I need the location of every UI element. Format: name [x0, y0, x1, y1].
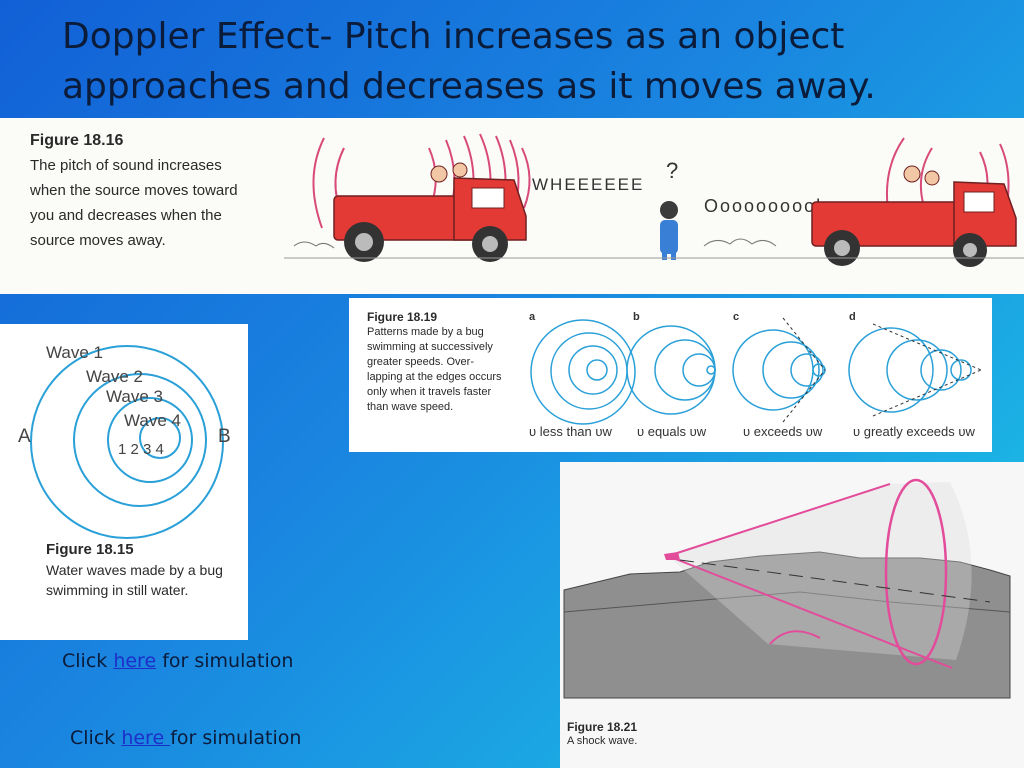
- panel-b-letter: b: [633, 311, 640, 323]
- point-a-label: A: [18, 426, 31, 447]
- panel-c-text: υ exceeds υw: [743, 424, 823, 439]
- bug-positions-label: 1 2 3 4: [118, 441, 164, 458]
- shock-cone: [664, 478, 991, 669]
- figure-18-15-caption: Figure 18.15 Water waves made by a bug s…: [46, 540, 226, 600]
- link-2-suffix: for simulation: [170, 727, 302, 749]
- figure-18-15-panel: Wave 1 Wave 2 Wave 3 Wave 4 A B 1 2 3 4 …: [0, 324, 248, 640]
- wave-3-label: Wave 3: [106, 387, 163, 406]
- simulation-link-line-1: Click here for simulation: [62, 650, 293, 672]
- sound-text-left: WHEEEEEE: [532, 175, 644, 194]
- point-b-label: B: [218, 426, 231, 447]
- panel-d-text: υ greatly exceeds υw: [853, 424, 975, 439]
- bug-waves-diagram: Wave 1 Wave 2 Wave 3 Wave 4 A B 1 2 3 4: [18, 343, 231, 539]
- figure-18-15-label: Figure 18.15: [46, 541, 134, 558]
- figure-18-16-panel: Figure 18.16 The pitch of sound increase…: [0, 118, 1024, 294]
- panel-a-text: υ less than υw: [529, 424, 612, 439]
- simulation-link-1[interactable]: here: [113, 650, 157, 672]
- receding-fire-truck: [811, 165, 1017, 267]
- listener-figure: ?: [660, 158, 678, 260]
- figure-18-16-text: The pitch of sound increases when the so…: [30, 157, 238, 249]
- sound-text-right: Oooooooooh: [704, 196, 828, 216]
- simulation-link-line-2: Click here for simulation: [70, 727, 301, 749]
- bug-speed-patterns: a υ less than υw b υ equals υw c υ excee…: [529, 311, 982, 439]
- figure-18-19-text: Patterns made by a bug swimming at succe…: [367, 326, 502, 413]
- figure-18-19-caption: Figure 18.19 Patterns made by a bug swim…: [367, 310, 507, 415]
- link-1-suffix: for simulation: [156, 650, 294, 672]
- link-1-prefix: Click: [62, 650, 114, 672]
- panel-b-text: υ equals υw: [637, 424, 707, 439]
- slide-title: Doppler Effect- Pitch increases as an ob…: [62, 16, 876, 107]
- figure-18-21-text: A shock wave.: [567, 735, 638, 747]
- panel-c-letter: c: [733, 311, 739, 323]
- simulation-link-2[interactable]: here: [121, 727, 171, 749]
- figure-18-16-caption: Figure 18.16 The pitch of sound increase…: [30, 128, 255, 253]
- approaching-fire-truck: [333, 162, 527, 262]
- figure-18-15-text: Water waves made by a bug swimming in st…: [46, 562, 223, 598]
- figure-18-19-panel: Figure 18.19 Patterns made by a bug swim…: [349, 298, 992, 452]
- figure-18-21-panel: Figure 18.21 A shock wave.: [560, 462, 1024, 768]
- wave-1-label: Wave 1: [46, 343, 103, 362]
- question-mark: ?: [666, 158, 678, 183]
- figure-18-21-label: Figure 18.21: [567, 720, 638, 734]
- panel-a-letter: a: [529, 311, 536, 323]
- wave-4-label: Wave 4: [124, 411, 181, 430]
- doppler-truck-illustration: WHEEEEEE ? Oooooooooh: [284, 133, 1024, 267]
- shock-wave-illustration: [563, 478, 1011, 699]
- link-2-prefix: Click: [70, 727, 122, 749]
- figure-18-21-caption: Figure 18.21 A shock wave.: [567, 720, 767, 748]
- wave-2-label: Wave 2: [86, 367, 143, 386]
- figure-18-16-label: Figure 18.16: [30, 132, 124, 149]
- panel-d-letter: d: [849, 311, 856, 323]
- figure-18-19-label: Figure 18.19: [367, 310, 438, 324]
